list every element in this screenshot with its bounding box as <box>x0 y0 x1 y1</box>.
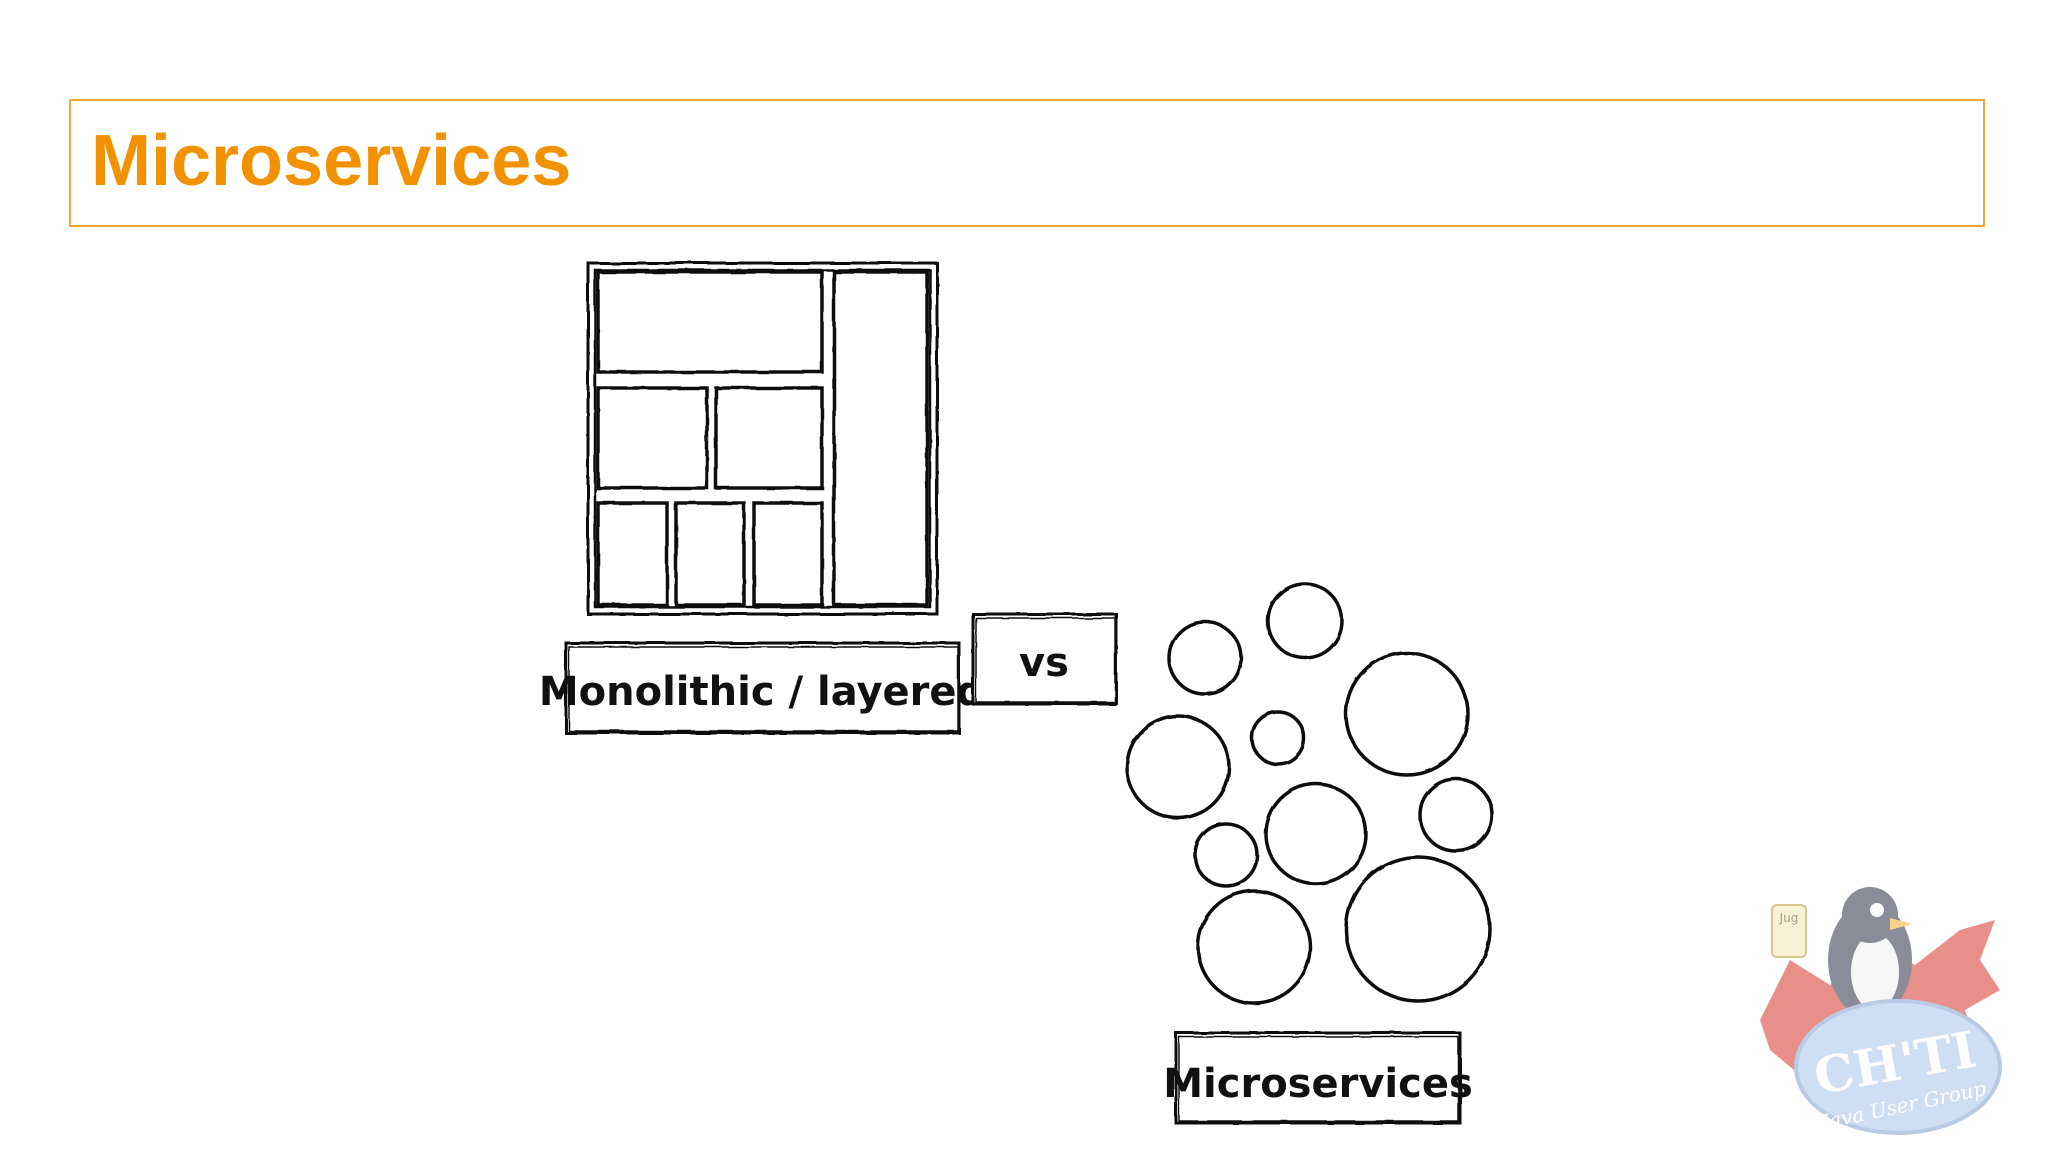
chti-jug-logo: Jug CH'TI Java User Group <box>1760 887 2002 1135</box>
service-circle <box>1167 620 1243 696</box>
service-circle <box>1264 782 1368 886</box>
service-circle <box>1193 822 1259 888</box>
beer-glass <box>1771 904 1807 958</box>
service-circle <box>1125 714 1231 820</box>
versus-label: vs <box>1019 640 1069 686</box>
title-box: Microservices <box>69 99 1985 227</box>
versus-label-box: vs <box>971 612 1118 706</box>
penguin-head <box>1842 887 1898 943</box>
microservices-diagram <box>1125 582 1494 1005</box>
penguin-belly <box>1851 934 1899 1010</box>
service-circle <box>1344 855 1492 1003</box>
service-circle <box>1266 582 1344 660</box>
service-circle <box>1344 651 1470 777</box>
microservices-label-box: Microservices <box>1163 1031 1473 1125</box>
monolith-diagram <box>586 261 939 616</box>
service-circle <box>1196 889 1312 1005</box>
slide-title: Microservices <box>91 121 572 201</box>
monolith-label: Monolithic / layered <box>539 669 985 715</box>
logo-oval <box>1794 999 2002 1135</box>
monolith-label-box: Monolithic / layered <box>539 641 985 735</box>
service-circle <box>1250 710 1306 766</box>
logo-badge: Jug <box>1779 911 1799 925</box>
service-circle <box>1418 777 1494 853</box>
microservices-label: Microservices <box>1163 1061 1473 1107</box>
